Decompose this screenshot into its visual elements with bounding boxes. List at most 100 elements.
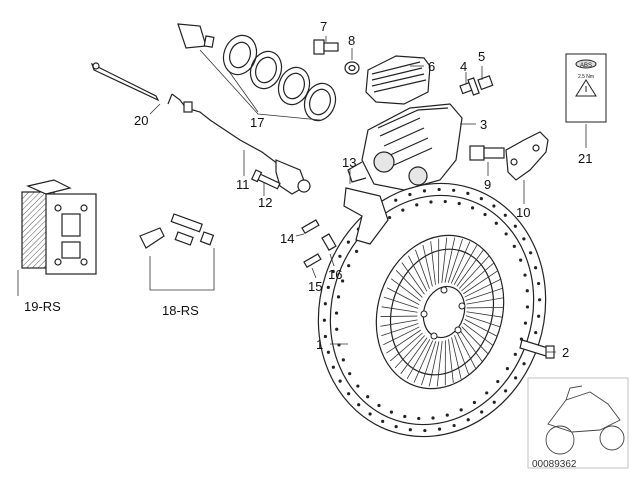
disc-hole [537,282,540,285]
disc-hole [467,418,470,421]
grease-tube [178,24,214,48]
disc-hole [408,193,411,196]
disc-hole [390,411,393,414]
bracket-10 [506,132,548,180]
disc-hole [513,245,516,248]
callout-5: 5 [478,50,485,63]
callout-18: 18-RS [162,304,199,317]
disc-hole [522,362,525,365]
callout-9: 9 [484,178,491,191]
disc-hole [429,200,432,203]
callout-16: 16 [328,268,342,281]
disc-hole [458,202,461,205]
screw-14 [302,220,319,233]
disc-spoke [467,307,504,308]
disc-hole [356,384,359,387]
disc-hole [492,204,495,207]
disc-hole [471,206,474,209]
disc-hole [357,403,360,406]
disc-hole [423,189,426,192]
disc-hole [537,315,540,318]
disc-hole [394,199,397,202]
screw-15 [304,254,321,267]
callout-2: 2 [562,346,569,359]
disc-hole [538,298,541,301]
disc-hole [504,389,507,392]
callout-11: 11 [236,178,250,191]
callout-3: 3 [480,118,487,131]
disc-hole [323,319,326,322]
disc-hole [327,351,330,354]
callout-6: 6 [428,60,435,73]
disc-hole [347,264,350,267]
brake-disc [286,154,578,467]
disc-hole [423,429,426,432]
disc-hole [368,412,371,415]
disc-hole [495,222,498,225]
disc-hole [348,372,351,375]
disc-hole [504,214,507,217]
disc-hole [335,311,338,314]
bolt-9 [470,146,504,160]
disc-hole [506,367,509,370]
disc-hole [505,232,508,235]
pin-set [140,214,213,248]
callout-17: 17 [250,116,264,129]
callout-13: 13 [342,156,356,169]
disc-hole [338,255,341,258]
motorcycle-thumbnail [528,378,628,468]
disc-hole [452,189,455,192]
disc-hole [395,425,398,428]
callout-12: 12 [258,196,272,209]
disc-hole [446,414,449,417]
disc-hole [519,259,522,262]
callout-7: 7 [320,20,327,33]
disc-hole [485,391,488,394]
disc-hole [366,395,369,398]
callout-15: 15 [308,280,322,293]
callout-1: 1 [316,338,323,351]
disc-hole [534,331,537,334]
disc-hole [444,200,447,203]
callout-4: 4 [460,60,467,73]
warning-text: 2.5 Nm [578,74,594,80]
disc-hole [388,216,391,219]
spring-16 [322,234,336,250]
disc-hole [526,305,529,308]
disc-hole [415,203,418,206]
cable-tie [92,63,158,100]
callout-19: 19-RS [24,300,61,313]
disc-hole [324,335,327,338]
disc-hole [522,237,525,240]
disc-hole [337,295,340,298]
logo-text: ABS [580,63,592,69]
brake-pad-set [22,180,96,274]
disc-hole [473,401,476,404]
disc-hole [534,266,537,269]
disc-hole [524,322,527,325]
disc-hole [452,424,455,427]
disc-hole [324,302,327,305]
disc-hole [483,213,486,216]
disc-hole [514,225,517,228]
bleed-valve [460,78,479,95]
disc-hole [409,428,412,431]
brake-caliper [348,104,462,190]
disc-hole [347,240,350,243]
disc-hole [438,428,441,431]
disc-hole [339,380,342,383]
callout-14: 14 [280,232,294,245]
callout-10: 10 [516,206,530,219]
disc-hole [529,251,532,254]
disc-hole [514,376,517,379]
disc-hole [377,404,380,407]
disc-hole [514,353,517,356]
disc-hole [347,392,350,395]
callout-8: 8 [348,34,355,47]
disc-hole [480,410,483,413]
bolt-7 [314,40,338,54]
washer-8 [345,62,359,74]
disc-hole [526,289,529,292]
